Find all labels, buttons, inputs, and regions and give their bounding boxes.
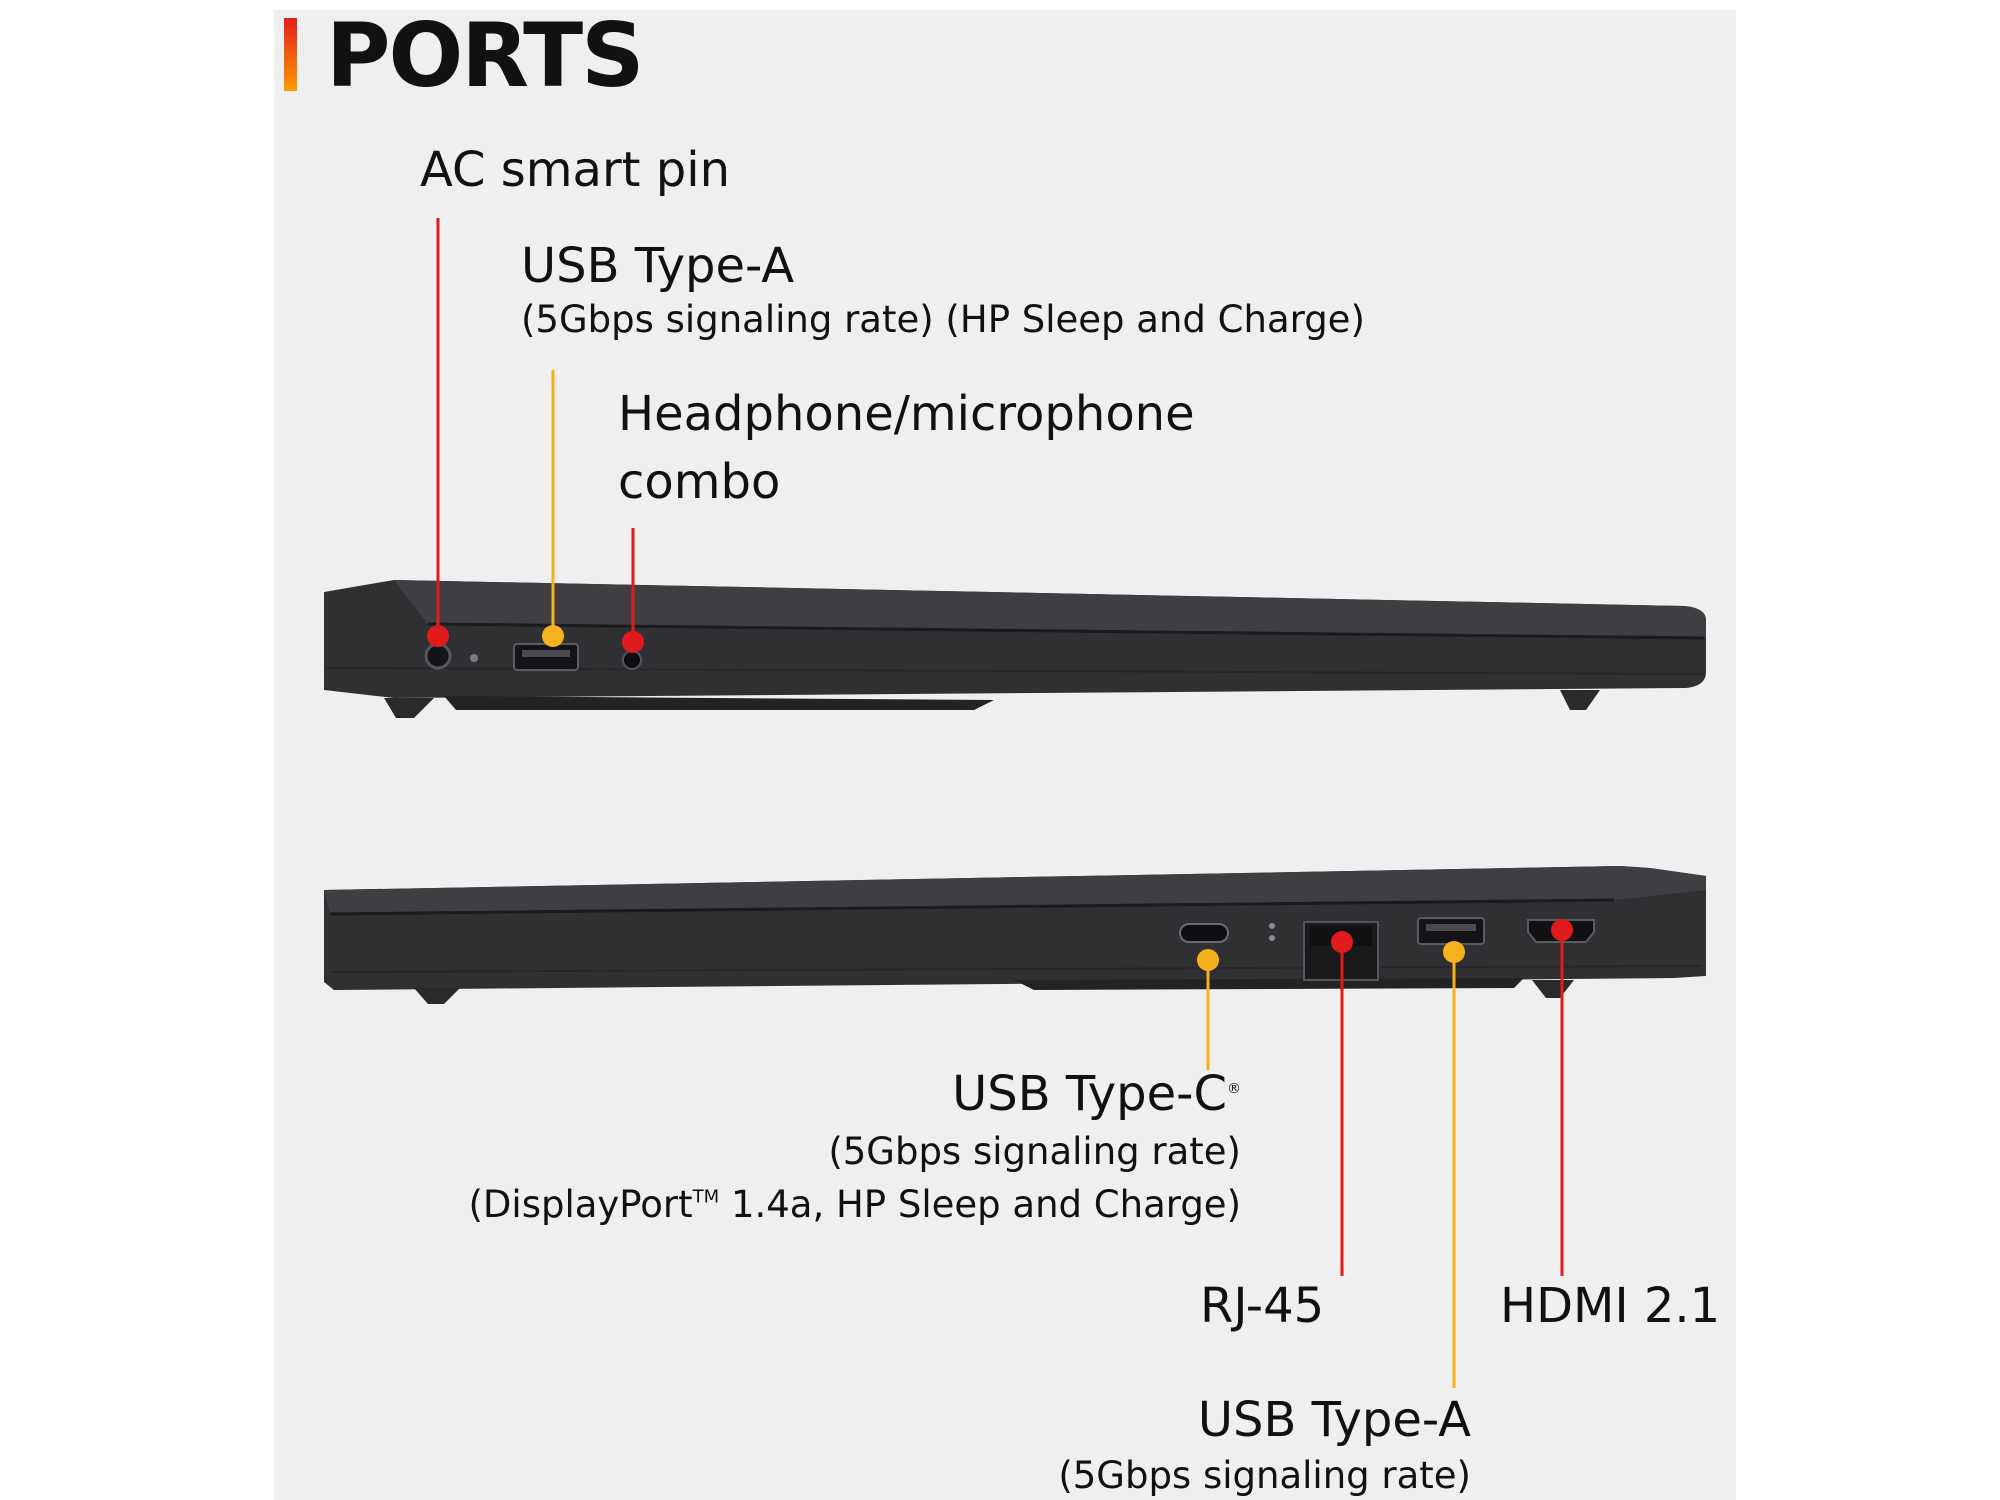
page-title: PORTS bbox=[326, 10, 645, 107]
label-usb-c-sub1: (5Gbps signaling rate) bbox=[828, 1130, 1241, 1173]
dot-audio bbox=[622, 631, 644, 653]
label-audio-line2: combo bbox=[618, 454, 781, 510]
label-usb-c: USB Type-C® bbox=[952, 1068, 1241, 1121]
laptop-left-seam bbox=[427, 622, 1705, 640]
label-usb-c-text: USB Type-C bbox=[952, 1066, 1227, 1122]
usb-a-port-left-tongue bbox=[522, 650, 570, 657]
label-usb-a-left: USB Type-A bbox=[521, 238, 795, 294]
laptop-left-side bbox=[324, 580, 1706, 718]
laptop-left-underside bbox=[444, 696, 994, 710]
laptop-right-seam bbox=[329, 898, 1615, 916]
label-usb-a-right-sub: (5Gbps signaling rate) bbox=[1058, 1454, 1471, 1497]
dot-usb-a-right bbox=[1443, 941, 1465, 963]
laptop-left-foot-back bbox=[1560, 690, 1600, 710]
ac-led bbox=[470, 654, 478, 662]
label-usb-c-sub2-a: (DisplayPort bbox=[468, 1183, 693, 1226]
dot-usb-a-left bbox=[542, 625, 564, 647]
label-usb-a-left-sub: (5Gbps signaling rate) (HP Sleep and Cha… bbox=[521, 298, 1365, 341]
label-rj45: RJ-45 bbox=[1200, 1278, 1325, 1334]
ports-panel: PORTS bbox=[274, 10, 1736, 1500]
leader-lines bbox=[427, 218, 1573, 1388]
laptop-right-underside bbox=[1014, 978, 1524, 990]
rj45-led-2 bbox=[1269, 935, 1275, 941]
usb-a-port-right-tongue bbox=[1426, 924, 1476, 931]
dot-hdmi bbox=[1551, 919, 1573, 941]
laptop-right-foot-back bbox=[414, 988, 460, 1004]
laptop-right-side bbox=[324, 866, 1706, 1004]
laptop-left-foot-front bbox=[384, 698, 434, 718]
label-usb-a-right: USB Type-A bbox=[1197, 1392, 1471, 1448]
dot-rj45 bbox=[1331, 931, 1353, 953]
ports-diagram bbox=[324, 218, 1706, 1388]
rj45-led-1 bbox=[1269, 923, 1275, 929]
label-usb-c-sub2-tm: TM bbox=[692, 1186, 720, 1208]
dot-ac-pin bbox=[427, 625, 449, 647]
label-audio-line1: Headphone/microphone bbox=[618, 386, 1195, 442]
label-hdmi: HDMI 2.1 bbox=[1500, 1278, 1721, 1334]
laptop-right-foot-front bbox=[1532, 980, 1574, 998]
label-usb-c-reg: ® bbox=[1227, 1081, 1241, 1097]
title-accent-bar bbox=[284, 18, 297, 91]
laptop-left-lid bbox=[394, 580, 1706, 638]
label-usb-c-sub2: (DisplayPortTM 1.4a, HP Sleep and Charge… bbox=[468, 1183, 1241, 1226]
ac-pin-port bbox=[424, 642, 452, 670]
audio-jack-port bbox=[622, 650, 642, 670]
usb-c-port bbox=[1179, 923, 1229, 943]
dot-usb-c bbox=[1197, 949, 1219, 971]
label-ac-smart-pin: AC smart pin bbox=[420, 142, 730, 198]
label-usb-c-sub2-b: 1.4a, HP Sleep and Charge) bbox=[719, 1183, 1241, 1226]
laptop-right-edge bbox=[329, 965, 1703, 973]
